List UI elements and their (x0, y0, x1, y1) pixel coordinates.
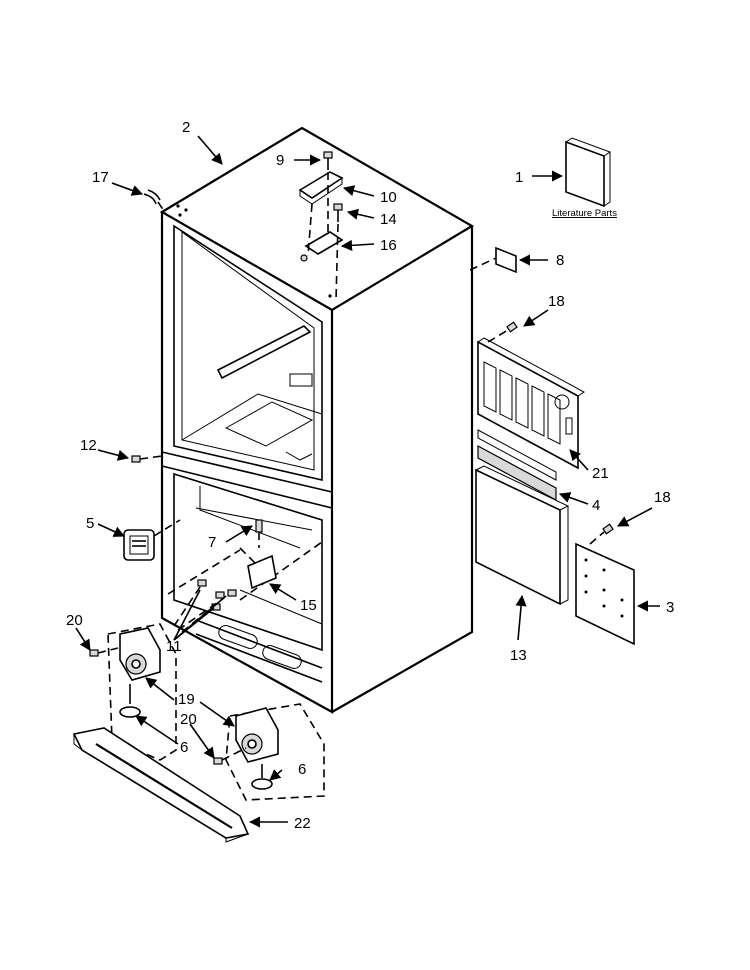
callout-19: 19 (178, 691, 195, 708)
callout-7: 7 (208, 534, 216, 551)
callout-21: 21 (592, 465, 609, 482)
callout-12: 12 (80, 437, 97, 454)
callout-17: 17 (92, 169, 109, 186)
callout-13: 13 (510, 647, 527, 664)
callout-18-lower: 18 (654, 489, 671, 506)
callout-14: 14 (380, 211, 397, 228)
callout-5: 5 (86, 515, 94, 532)
literature-parts-booklet (565, 137, 612, 208)
callout-18-top: 18 (548, 293, 565, 310)
callout-1: 1 (515, 169, 523, 186)
callout-3: 3 (666, 599, 674, 616)
callout-22: 22 (294, 815, 311, 832)
callout-11: 11 (166, 638, 182, 655)
left-front-parts (123, 455, 323, 633)
refrigerator-cabinet (159, 126, 475, 714)
callout-6-right: 6 (298, 761, 306, 778)
callout-20-right: 20 (180, 711, 197, 728)
callout-2: 2 (182, 119, 190, 136)
callout-10: 10 (380, 189, 397, 206)
callout-16: 16 (380, 237, 397, 254)
literature-caption: Literature Parts (552, 208, 617, 219)
callout-leaders (75, 135, 660, 828)
callout-8: 8 (556, 252, 564, 269)
callout-6-left: 6 (180, 739, 188, 756)
base-grille (72, 727, 250, 843)
right-side-parts (469, 246, 635, 646)
callout-15: 15 (300, 597, 317, 614)
front-rollers (89, 623, 325, 801)
callout-9: 9 (276, 152, 284, 169)
callout-20-left: 20 (66, 612, 83, 629)
callout-4: 4 (592, 497, 600, 514)
callout-labels: 1 2 3 4 5 6 6 7 8 9 10 11 12 13 14 15 16… (66, 119, 674, 832)
